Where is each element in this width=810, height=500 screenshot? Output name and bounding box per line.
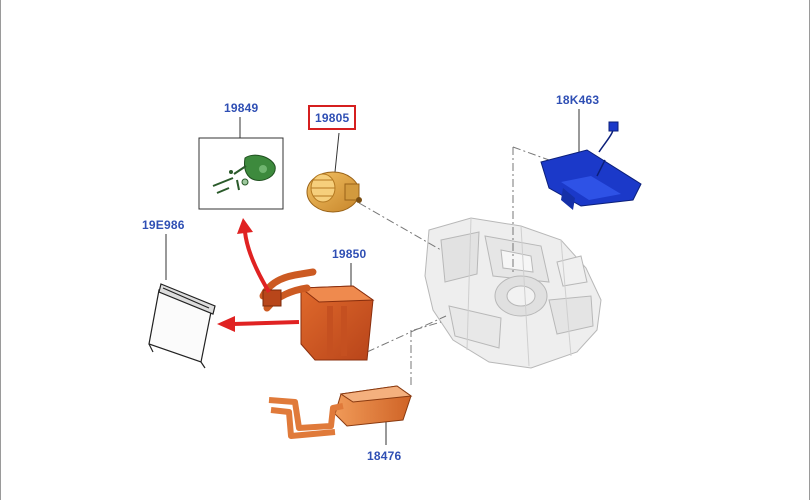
part-19E986-filter[interactable] <box>148 283 216 369</box>
label-19849[interactable]: 19849 <box>224 101 259 115</box>
label-19E986[interactable]: 19E986 <box>142 218 185 232</box>
part-19849-kit[interactable] <box>198 137 284 210</box>
arrow-left-head <box>217 316 235 332</box>
label-18K463[interactable]: 18K463 <box>556 93 600 107</box>
label-19805-highlighted[interactable]: 19805 <box>308 105 357 130</box>
part-18476-heater-core[interactable] <box>268 385 413 439</box>
label-19850[interactable]: 19850 <box>332 247 367 261</box>
label-18476[interactable]: 18476 <box>367 449 402 463</box>
hvac-housing <box>424 217 602 369</box>
leader-lines <box>358 146 550 385</box>
red-arrows <box>217 218 300 332</box>
part-19850-evaporator[interactable] <box>259 268 375 361</box>
part-19805-blower-motor[interactable] <box>306 171 362 213</box>
part-18K463-module[interactable] <box>540 121 642 210</box>
arrow-up-head <box>237 218 253 234</box>
